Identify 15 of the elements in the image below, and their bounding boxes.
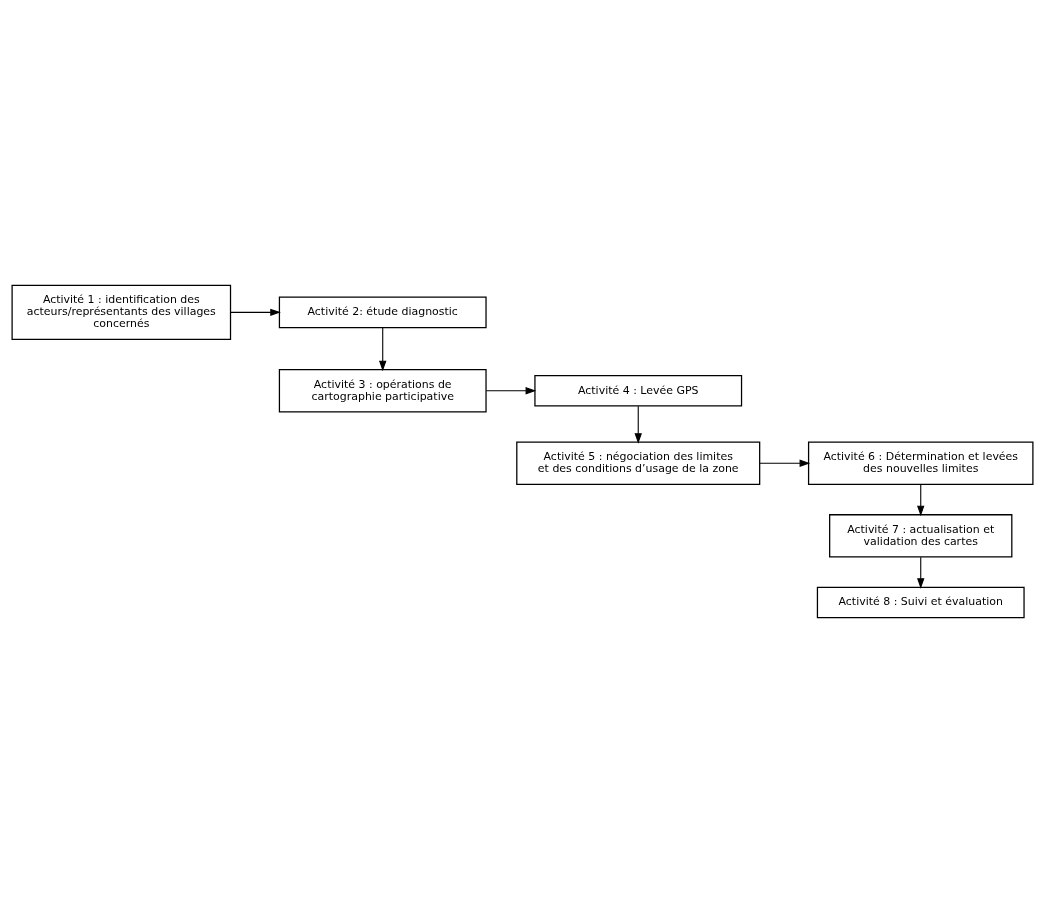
node-box: Activité 6 : Détermination et levées des nouvelles limites <box>807 441 1034 485</box>
node-box: Activité 2: étude diagnostic <box>278 296 487 328</box>
arrow <box>379 326 387 371</box>
node-box: Activité 3 : opérations de cartographie participative <box>278 368 487 412</box>
arrow <box>917 556 925 589</box>
arrow <box>917 483 925 516</box>
node-box: Activité 1 : identification des acteurs/représentants des villages concernés <box>11 284 232 340</box>
arrow <box>759 459 811 467</box>
arrow <box>634 405 642 444</box>
node-box: Activité 8 : Suivi et évaluation <box>816 586 1025 618</box>
node-box: Activité 5 : négociation des limites et des conditions d’usage de la zone <box>516 441 761 485</box>
arrow <box>230 308 281 316</box>
node-box: Activité 7 : actualisation et validation des cartes <box>829 513 1013 558</box>
node-box: Activité 4 : Levée GPS <box>534 374 743 407</box>
arrow <box>485 386 537 394</box>
